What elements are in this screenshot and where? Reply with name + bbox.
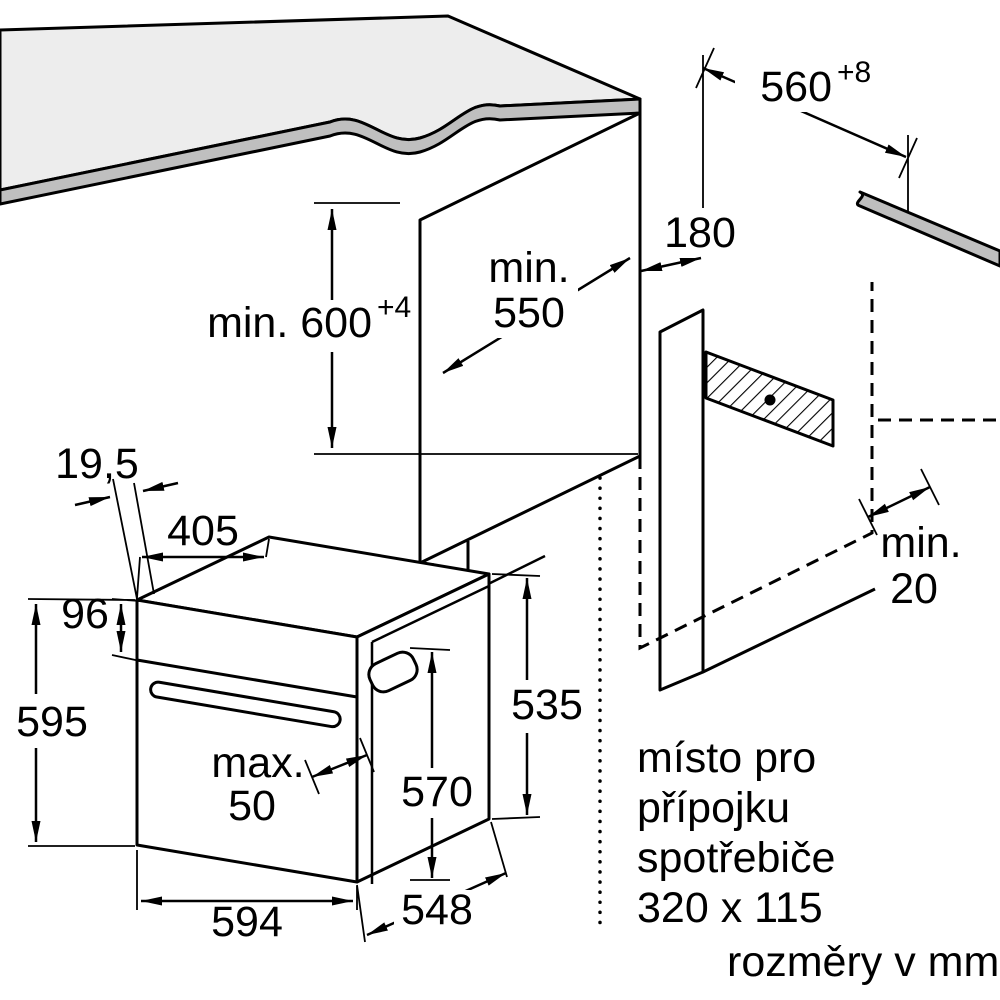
dim-oven-width-label: 594 bbox=[211, 898, 283, 946]
dim-cabinet-depth-label-2: 550 bbox=[493, 289, 565, 337]
oven-handle bbox=[149, 680, 342, 729]
dim-cabinet-depth-label-1: min. bbox=[488, 244, 569, 292]
dim-body-depth-label: 548 bbox=[401, 886, 473, 934]
hidden-edges-dashed bbox=[638, 282, 1000, 651]
dim-rear-gap-label-2: 20 bbox=[890, 565, 938, 613]
label-mask bbox=[502, 680, 592, 733]
label-mask bbox=[180, 300, 416, 352]
dim-panel-height-label: 96 bbox=[61, 590, 109, 638]
niche-side-wall bbox=[658, 308, 705, 692]
dim-rear-gap-label-1: min. bbox=[880, 519, 961, 567]
oven-control-panel-line bbox=[136, 658, 358, 699]
dim-front-frame-arrow-left bbox=[74, 495, 111, 507]
units-note: rozměry v mm bbox=[727, 938, 999, 986]
connection-note-line1: místo pro bbox=[637, 734, 816, 782]
dim-rear-gap-arrow bbox=[867, 485, 931, 519]
dim-niche-height-label: min. 600 bbox=[207, 299, 372, 347]
dim-side-offset-arrow bbox=[640, 256, 702, 273]
connection-note-line4: 320 x 115 bbox=[637, 884, 823, 932]
connection-note-line2: přípojku bbox=[637, 784, 790, 832]
label-mask bbox=[482, 245, 578, 338]
dim-side-offset-label: 180 bbox=[664, 209, 736, 257]
dim-niche-depth-tolerance: +8 bbox=[837, 56, 871, 89]
dim-front-frame-arrow-right bbox=[142, 481, 179, 493]
dim-door-height-label: 570 bbox=[401, 768, 473, 816]
label-mask bbox=[735, 58, 885, 112]
label-mask bbox=[394, 768, 482, 818]
niche-floor-line bbox=[702, 587, 876, 674]
oven-side-vent bbox=[367, 650, 419, 694]
dim-front-frame-label: 19,5 bbox=[55, 440, 139, 488]
dim-body-height-label: 535 bbox=[511, 681, 583, 729]
label-mask bbox=[394, 890, 482, 940]
label-masks bbox=[8, 58, 885, 940]
connection-note-line3: spotřebiče bbox=[637, 834, 835, 882]
dim-niche-height-tolerance: +4 bbox=[377, 291, 411, 324]
dim-oven-height-label: 595 bbox=[16, 698, 88, 746]
label-mask bbox=[666, 208, 736, 254]
label-mask bbox=[8, 694, 96, 748]
dim-handle-depth-label-1: max. bbox=[211, 739, 304, 787]
dim-handle-depth-arrow bbox=[311, 753, 368, 779]
dim-niche-depth-label: 560 bbox=[760, 63, 832, 111]
dim-top-depth-label: 405 bbox=[167, 507, 239, 555]
dim-handle-depth-label-2: 50 bbox=[228, 782, 276, 830]
worktop-right-front-edge bbox=[855, 190, 1000, 268]
connection-point-dot bbox=[764, 394, 776, 406]
